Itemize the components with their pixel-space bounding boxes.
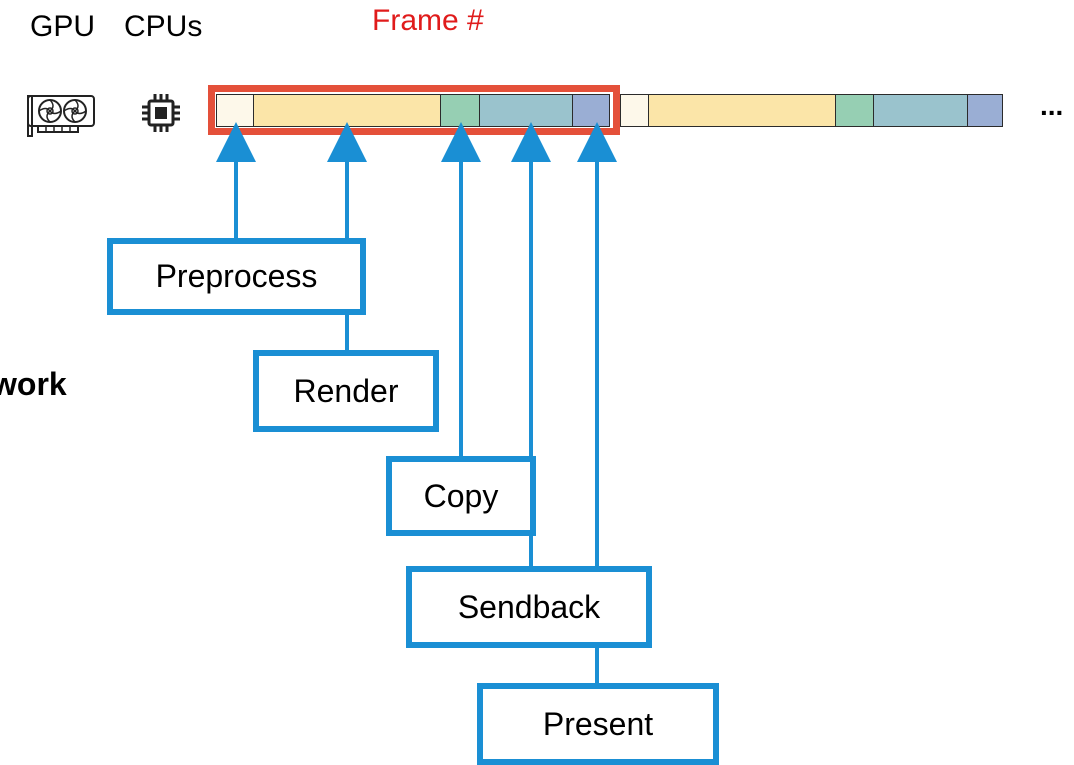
- timeline-segment-sendback-next: [873, 94, 968, 127]
- graphics-card-icon: [26, 92, 98, 138]
- timeline-segment-render-next: [648, 94, 836, 127]
- timeline-segment-copy-next: [835, 94, 874, 127]
- current-frame-highlight: [208, 85, 620, 135]
- processor-chip-icon: [140, 92, 182, 134]
- frame-number-label: Frame #: [372, 4, 484, 37]
- gpu-label: GPU: [30, 10, 96, 43]
- stage-label-preprocess: Preprocess: [155, 258, 318, 294]
- stage-box-preprocess: Preprocess: [107, 238, 366, 315]
- stage-box-sendback: Sendback: [406, 566, 652, 648]
- more-frames-ellipsis: ...: [1040, 90, 1064, 121]
- timeline-segment-preprocess-next: [620, 94, 649, 127]
- timeline-segment-preprocess: [216, 94, 254, 127]
- timeline-segment-render: [253, 94, 441, 127]
- stage-box-render: Render: [253, 350, 439, 432]
- work-text-fragment: work: [0, 366, 67, 402]
- stage-label-render: Render: [293, 372, 399, 409]
- stage-label-present: Present: [542, 705, 654, 742]
- stage-box-copy: Copy: [386, 456, 536, 536]
- cpus-label: CPUs: [124, 10, 203, 43]
- stage-box-present: Present: [477, 683, 719, 765]
- timeline-segment-present-next: [967, 94, 1003, 127]
- stage-label-sendback: Sendback: [457, 588, 601, 625]
- stage-label-copy: Copy: [423, 477, 499, 514]
